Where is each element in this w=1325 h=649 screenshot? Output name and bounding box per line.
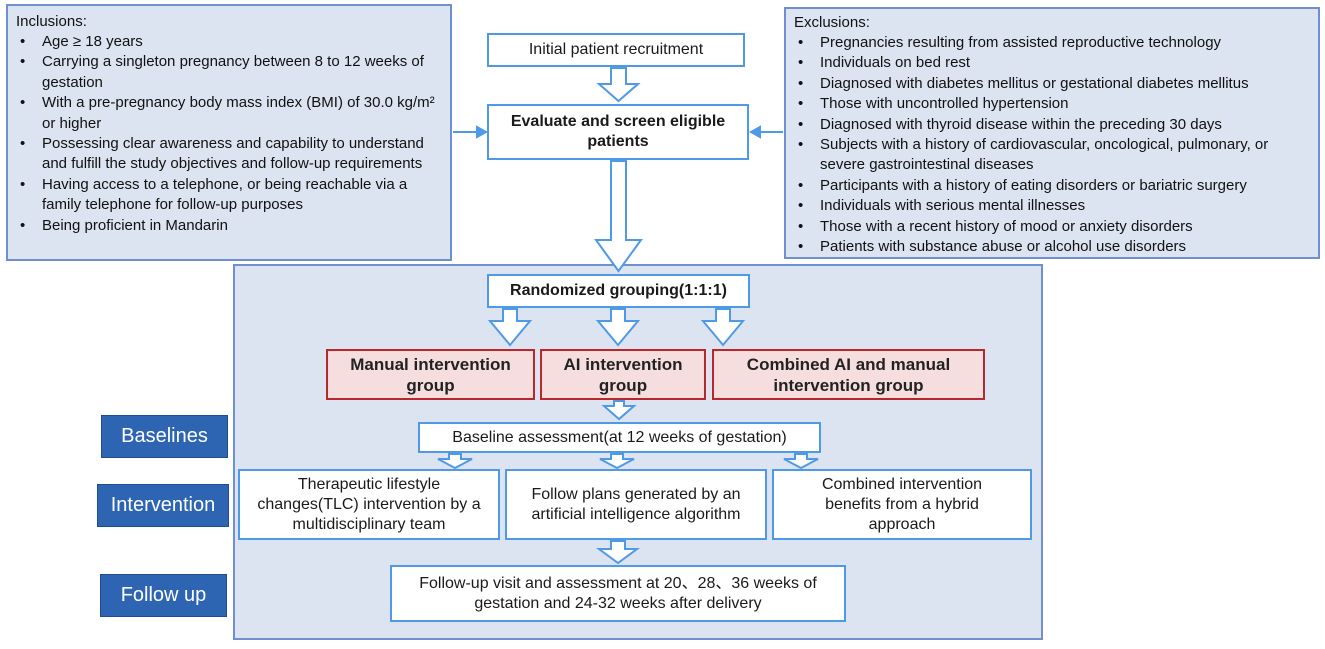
exclusion-item: Individuals with serious mental illnesse… <box>794 196 1310 217</box>
inclusion-item: Possessing clear awareness and capabilit… <box>16 134 442 175</box>
arrow-down-icon <box>596 67 641 103</box>
intervention-ai-label: Follow plans generated by an artificial … <box>531 485 741 523</box>
group-combined-label: Combined AI and manual intervention grou… <box>746 354 951 395</box>
inclusion-item: Age ≥ 18 years <box>16 32 442 53</box>
baseline-assessment-label: Baseline assessment(at 12 weeks of gesta… <box>452 428 787 446</box>
arrow-left-icon <box>748 125 761 139</box>
group-ai-label: AI intervention group <box>563 354 683 395</box>
inclusions-title: Inclusions: <box>16 13 87 30</box>
stage-intervention: Intervention <box>97 484 229 527</box>
intervention-combined-label: Combined intervention benefits from a hy… <box>821 475 983 533</box>
follow-up-visit-label: Follow-up visit and assessment at 20、28、… <box>419 574 817 612</box>
group-manual-label: Manual intervention group <box>350 354 511 395</box>
exclusion-item: Participants with a history of eating di… <box>794 176 1310 197</box>
group-manual: Manual intervention group <box>326 349 535 400</box>
exclusion-item: Patients with substance abuse or alcohol… <box>794 237 1310 258</box>
inclusion-item: Being proficient in Mandarin <box>16 216 442 237</box>
exclusion-item: Those with uncontrolled hypertension <box>794 94 1310 115</box>
stage-baselines-label: Baselines <box>121 425 208 447</box>
stage-follow-up-label: Follow up <box>120 584 207 606</box>
exclusions-title: Exclusions: <box>794 14 870 31</box>
exclusions-list: Pregnancies resulting from assisted repr… <box>794 33 1310 258</box>
intervention-tlc-box: Therapeutic lifestyle changes(TLC) inter… <box>238 469 500 540</box>
inclusion-item: Carrying a singleton pregnancy between 8… <box>16 52 442 93</box>
inclusions-panel: Inclusions: Age ≥ 18 years Carrying a si… <box>6 4 452 261</box>
inclusion-item: Having access to a telephone, or being r… <box>16 175 442 216</box>
exclusion-item: Diagnosed with diabetes mellitus or gest… <box>794 74 1310 95</box>
inclusion-item: With a pre-pregnancy body mass index (BM… <box>16 93 442 134</box>
exclusion-item: Those with a recent history of mood or a… <box>794 217 1310 238</box>
group-ai: AI intervention group <box>540 349 706 400</box>
exclusion-item: Subjects with a history of cardiovascula… <box>794 135 1310 176</box>
intervention-combined-box: Combined intervention benefits from a hy… <box>772 469 1032 540</box>
exclusion-item: Pregnancies resulting from assisted repr… <box>794 33 1310 54</box>
exclusion-item: Individuals on bed rest <box>794 53 1310 74</box>
randomized-label: Randomized grouping(1:1:1) <box>510 282 727 299</box>
intervention-tlc-label: Therapeutic lifestyle changes(TLC) inter… <box>257 475 481 533</box>
exclusions-panel: Exclusions: Pregnancies resulting from a… <box>784 7 1320 259</box>
stage-follow-up: Follow up <box>100 574 227 617</box>
recruitment-label: Initial patient recruitment <box>528 41 704 58</box>
baseline-assessment-box: Baseline assessment(at 12 weeks of gesta… <box>418 422 821 453</box>
screening-label: Evaluate and screen eligible patients <box>510 113 726 150</box>
exclusion-item: Diagnosed with thyroid disease within th… <box>794 115 1310 136</box>
group-combined: Combined AI and manual intervention grou… <box>712 349 985 400</box>
inclusions-list: Age ≥ 18 years Carrying a singleton preg… <box>16 32 442 236</box>
follow-up-visit-box: Follow-up visit and assessment at 20、28、… <box>390 565 846 622</box>
randomized-box: Randomized grouping(1:1:1) <box>487 274 750 308</box>
stage-intervention-label: Intervention <box>110 494 216 516</box>
stage-baselines: Baselines <box>101 415 228 458</box>
recruitment-box: Initial patient recruitment <box>487 33 745 67</box>
intervention-ai-box: Follow plans generated by an artificial … <box>505 469 767 540</box>
arrow-down-icon <box>594 160 643 273</box>
arrow-right-icon <box>476 125 489 139</box>
screening-box: Evaluate and screen eligible patients <box>487 104 749 160</box>
